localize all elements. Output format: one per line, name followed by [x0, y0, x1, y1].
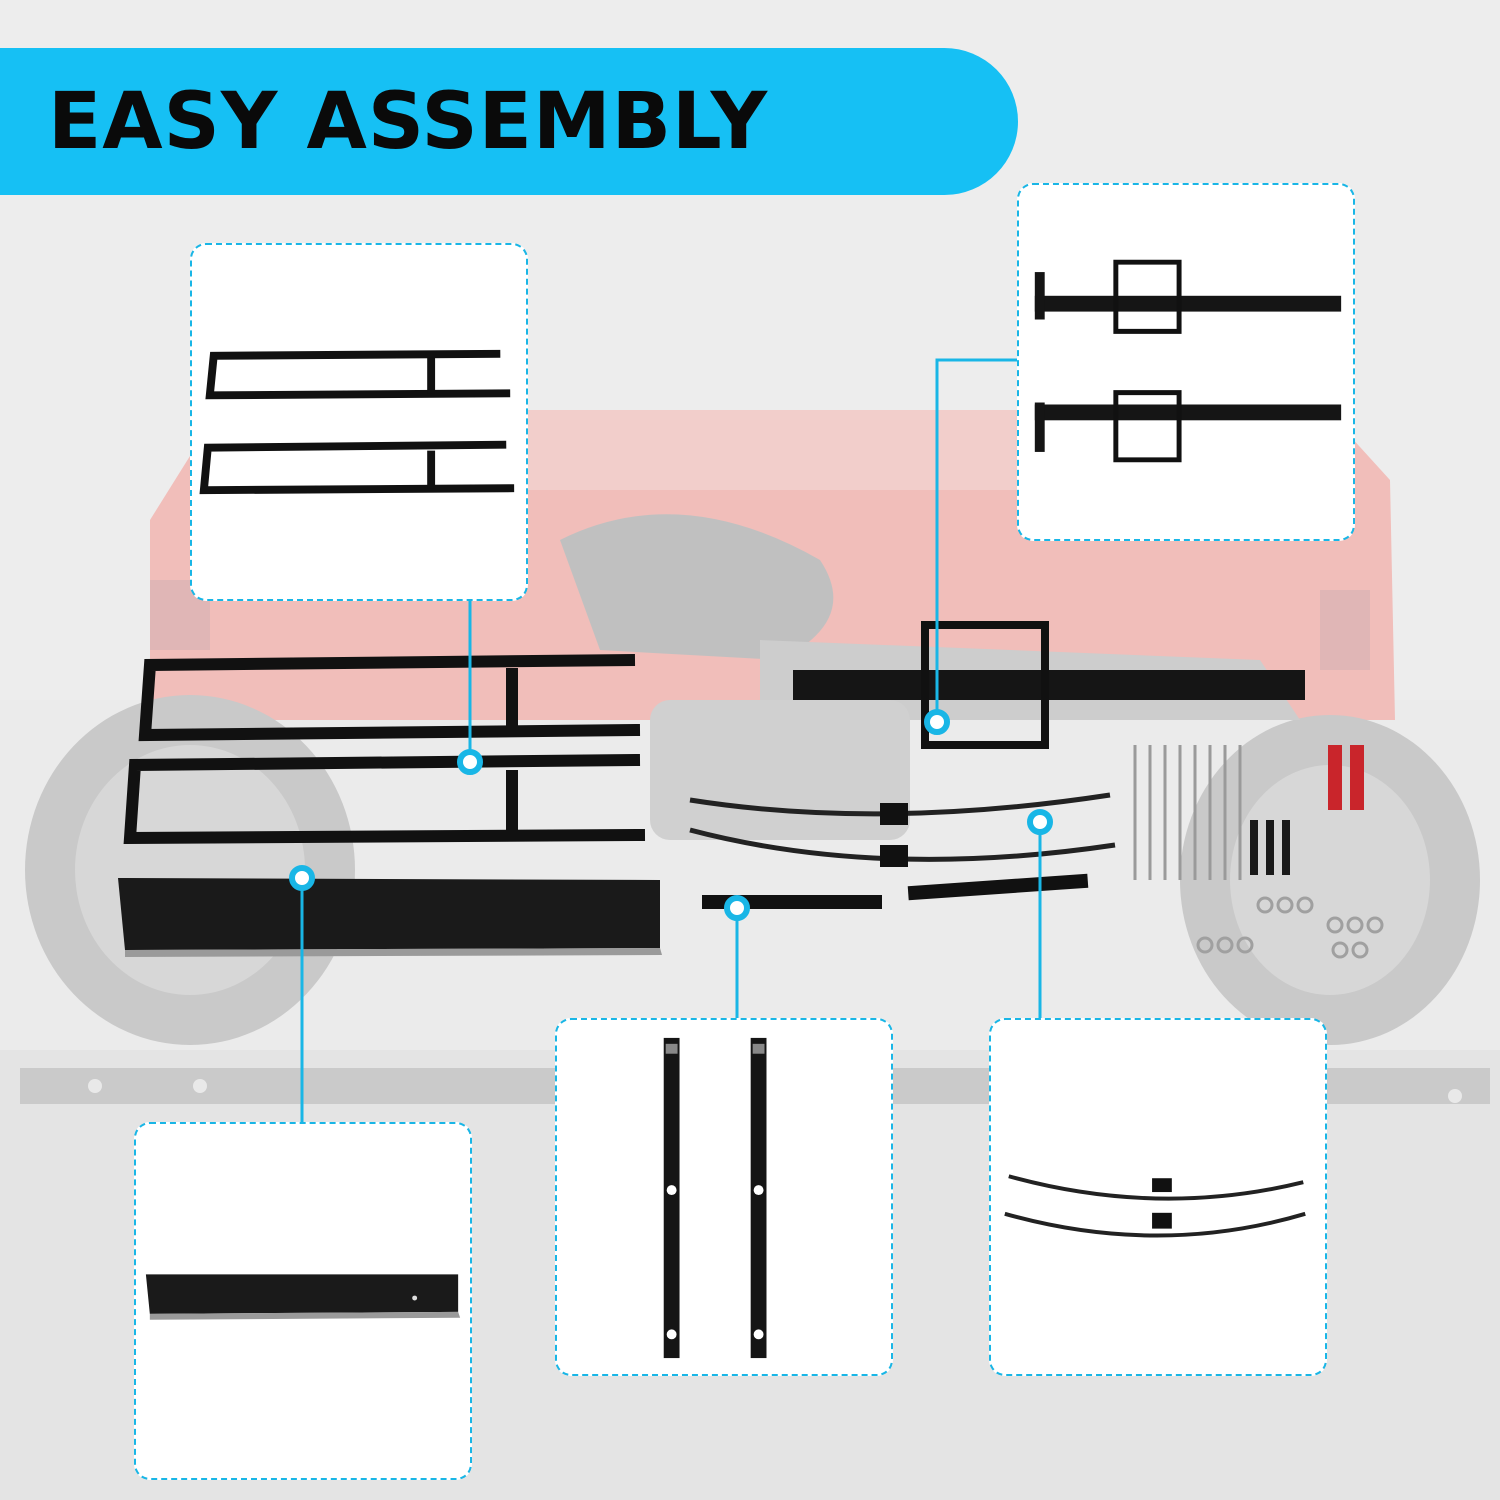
wheel-chock-bar-icon: [1004, 1174, 1306, 1238]
callout-wheel-chock-bars: [989, 1018, 1327, 1376]
support-strap-icon: [663, 1037, 767, 1359]
hitch-bar-icon: [1034, 259, 1342, 463]
page-title: EASY ASSEMBLY: [48, 77, 769, 167]
callout-hitch-bars: [1017, 183, 1355, 541]
title-banner: [0, 48, 1018, 195]
callout-loading-ramps: [190, 243, 528, 601]
diamond-plate-ramp-icon: [145, 1274, 461, 1320]
ramp-frames-icon: [199, 349, 515, 495]
callout-support-straps: [555, 1018, 893, 1376]
callout-diamond-plate-ramp: [134, 1122, 472, 1480]
